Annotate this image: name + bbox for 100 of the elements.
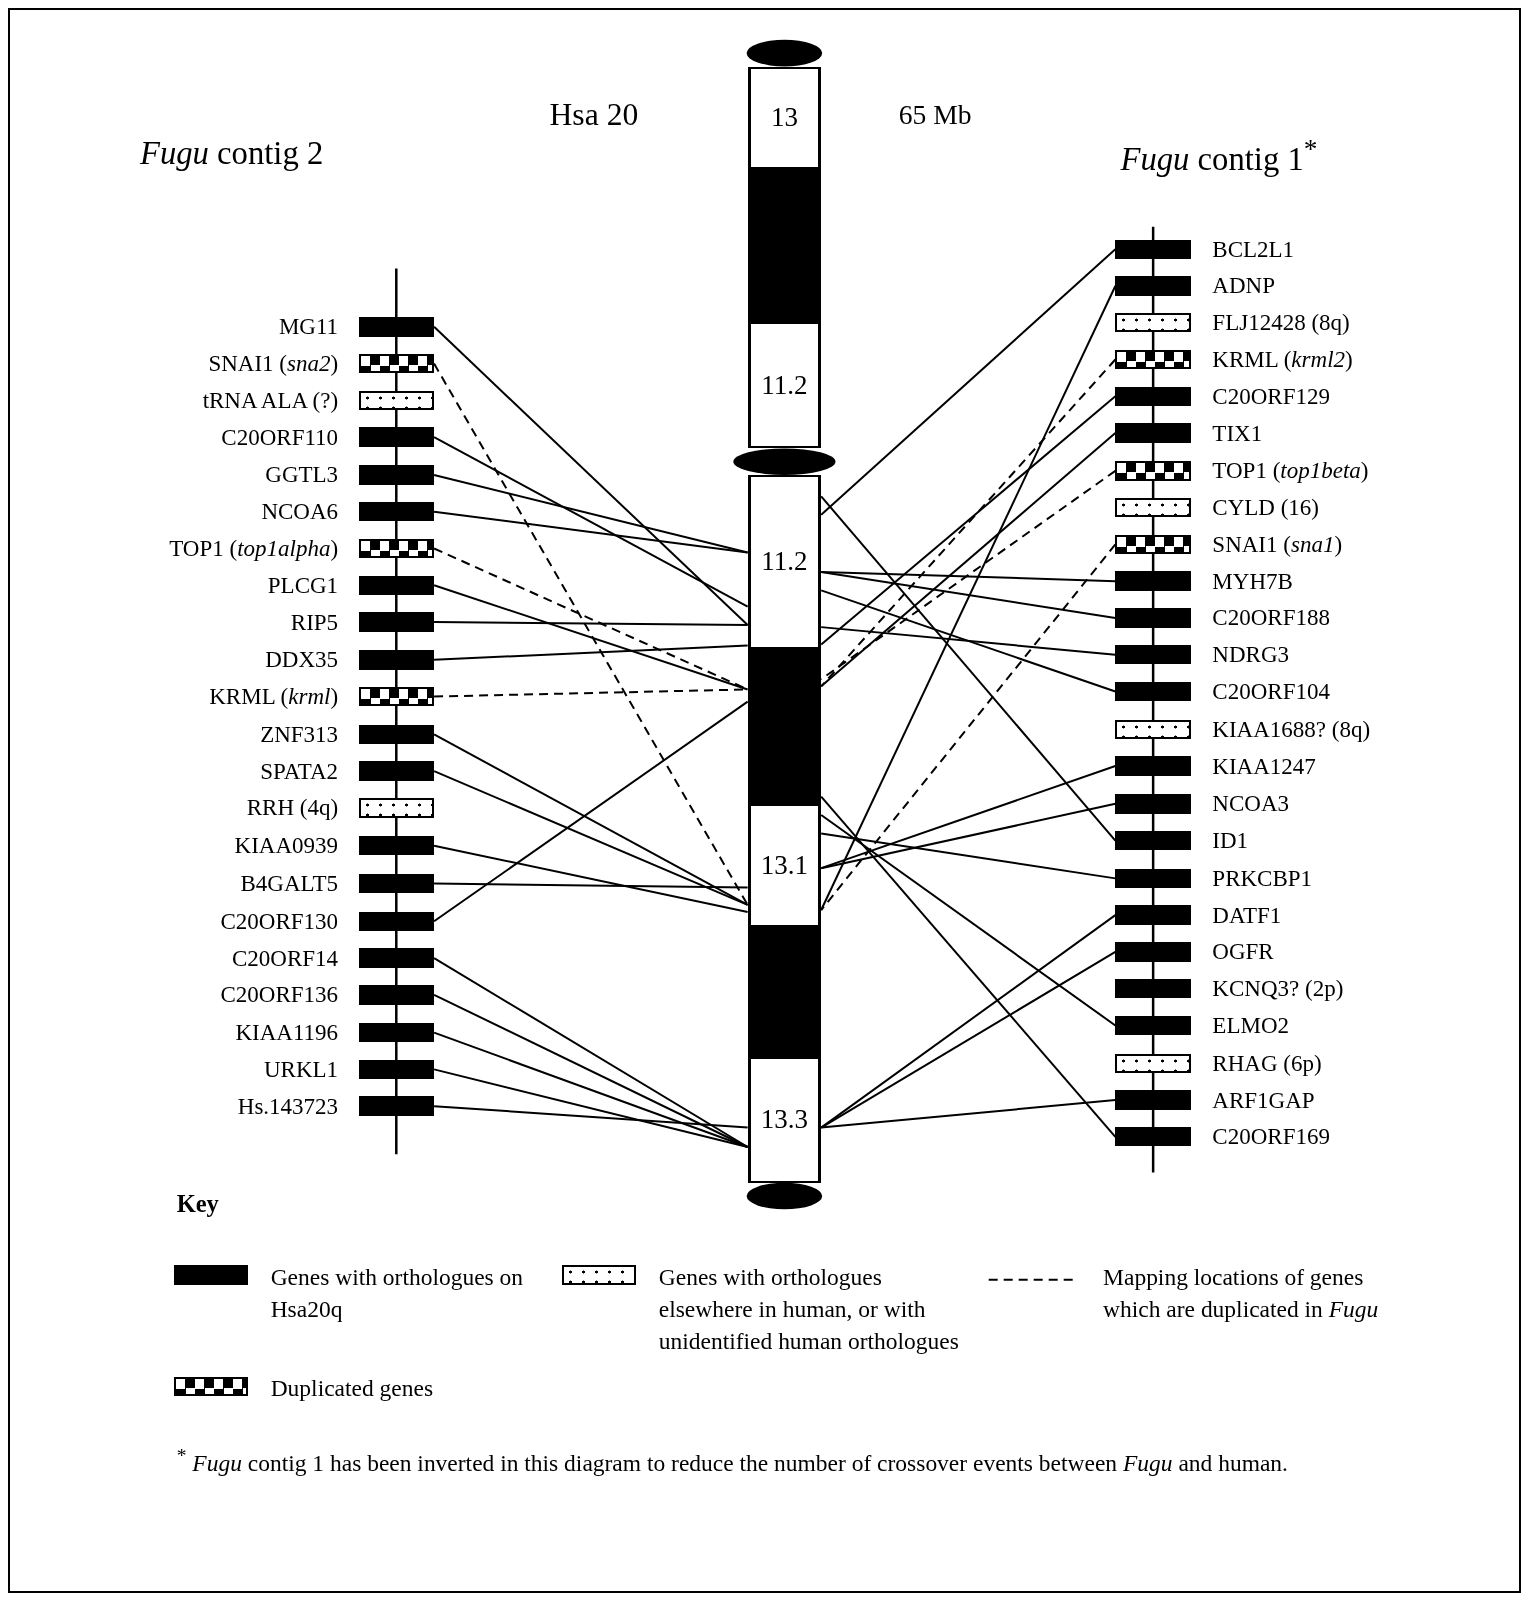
connector-line (433, 436, 749, 608)
gene-label: ADNP (1212, 274, 1275, 298)
heading: Hsa 20 (549, 95, 639, 134)
chromosome-band (747, 648, 822, 804)
heading: Fugu contig 1$^{*}$ (1120, 132, 1318, 179)
chromosome-band (747, 321, 822, 449)
gene-label: OGFR (1212, 940, 1274, 964)
connector-line (820, 495, 1117, 842)
band-label: 13 (770, 102, 798, 134)
connector-line (433, 882, 749, 889)
gene-label: DDX35 (265, 648, 339, 672)
telomere-cap (746, 1182, 823, 1210)
legend-text: Genes with orthologues elsewhere in human, or with unidentified human orthologues (658, 1263, 960, 1356)
gene-label: C20ORF129 (1212, 384, 1330, 408)
gene-label: RHAG (6p) (1212, 1051, 1322, 1075)
connector-line (820, 432, 1117, 688)
gene-label: MG11 (278, 315, 339, 339)
telomere-cap (746, 39, 823, 67)
connector-line (820, 765, 1117, 870)
dashed-connector-line (820, 358, 1117, 688)
chromosome-band (747, 927, 822, 1058)
band-label: 11.2 (761, 369, 808, 401)
centromere (733, 448, 836, 475)
gene-label: B4GALT5 (240, 871, 339, 895)
connector-line (820, 589, 1117, 693)
gene-label: tRNA ALA (?) (202, 388, 339, 412)
gene-label: KRML (krml) (209, 685, 339, 709)
band-label: 11.2 (761, 546, 808, 578)
gene-label: TOP1 (top1beta) (1212, 459, 1369, 483)
connector-line (820, 1099, 1117, 1129)
band-label: 13.3 (760, 1104, 809, 1136)
footnote: $^{*}$ Fugu contig 1 has been inverted in this diagram to reduce the number of crossover events between Fugu and human. (176, 1444, 1289, 1479)
connector-line (820, 795, 1117, 1138)
connector-line (433, 1105, 749, 1129)
connector-line (433, 1068, 749, 1148)
connector-line (820, 914, 1117, 1129)
gene-label: KRML (krml2) (1212, 348, 1353, 371)
gene-label: KCNQ3? (2p) (1212, 977, 1344, 1001)
gene-label: ZNF313 (260, 722, 339, 746)
connector-line (820, 626, 1117, 656)
connector-line (433, 844, 749, 914)
gene-label: PLCG1 (267, 573, 339, 597)
dashed-connector-line (820, 543, 1117, 912)
gene-label: C20ORF14 (232, 946, 339, 970)
connector-line (820, 802, 1117, 870)
chromosome-band (747, 168, 822, 322)
gene-label: ARF1GAP (1212, 1088, 1315, 1112)
gene-label: C20ORF110 (221, 425, 339, 449)
gene-label: SNAI1 (sna1) (1212, 532, 1343, 556)
gene-label: TIX1 (1212, 421, 1263, 445)
gene-label: C20ORF136 (220, 983, 339, 1007)
connector-line (433, 770, 749, 906)
gene-label: NDRG3 (1212, 643, 1289, 667)
legend-text: Mapping locations of genes which are duplicated in Fugu (1103, 1263, 1380, 1325)
gene-label: C20ORF104 (1212, 679, 1330, 703)
gene-label: NCOA3 (1212, 792, 1289, 816)
gene-label: KIAA0939 (234, 834, 339, 858)
gene-label: RRH (4q) (246, 796, 339, 820)
heading: 65 Mb (898, 98, 972, 132)
connector-line (820, 395, 1117, 646)
connector-line (433, 621, 749, 627)
chromosome-band (747, 474, 822, 649)
gene-label: ELMO2 (1212, 1013, 1289, 1037)
connector-line (433, 584, 749, 691)
gene-label: C20ORF130 (220, 909, 339, 933)
gene-label: MYH7B (1212, 569, 1293, 593)
connector-line (820, 248, 1117, 516)
gene-label: CYLD (16) (1212, 496, 1320, 520)
dashed-connector-line (433, 362, 749, 906)
gene-label: C20ORF188 (1212, 606, 1330, 630)
gene-label: GGTL3 (265, 463, 339, 487)
gene-label: SPATA2 (260, 759, 339, 783)
gene-label: Hs.143723 (237, 1094, 339, 1118)
gene-label: NCOA6 (261, 500, 339, 524)
connector-line (433, 644, 749, 661)
legend-text: Duplicated genes (270, 1373, 435, 1403)
chromosome-band (747, 1057, 822, 1183)
connector-line (820, 570, 1117, 619)
connector-line (433, 510, 749, 554)
gene-label: FLJ12428 (8q) (1212, 311, 1350, 335)
connector-line (433, 700, 749, 923)
connector-line (820, 950, 1117, 1129)
gene-label: TOP1 (top1alpha) (169, 536, 339, 560)
connector-line (433, 325, 749, 627)
band-label: 13.1 (760, 850, 809, 882)
chromosome-band (747, 67, 822, 169)
gene-label: SNAI1 (sna2) (208, 352, 339, 376)
gene-label: ID1 (1212, 829, 1249, 853)
legend-heading: Key (176, 1188, 219, 1219)
heading: Fugu contig 2 (139, 133, 324, 173)
gene-label: URKL1 (263, 1057, 339, 1081)
gene-label: DATF1 (1212, 903, 1282, 927)
gene-label: KIAA1196 (235, 1021, 339, 1045)
gene-label: KIAA1247 (1212, 754, 1316, 778)
gene-label: BCL2L1 (1212, 237, 1295, 261)
gene-label: C20ORF169 (1212, 1125, 1330, 1149)
connector-line (433, 993, 749, 1148)
gene-label: KIAA1688? (8q) (1212, 717, 1371, 741)
chromosome-band (747, 803, 822, 928)
gene-label: PRKCBP1 (1212, 866, 1313, 890)
